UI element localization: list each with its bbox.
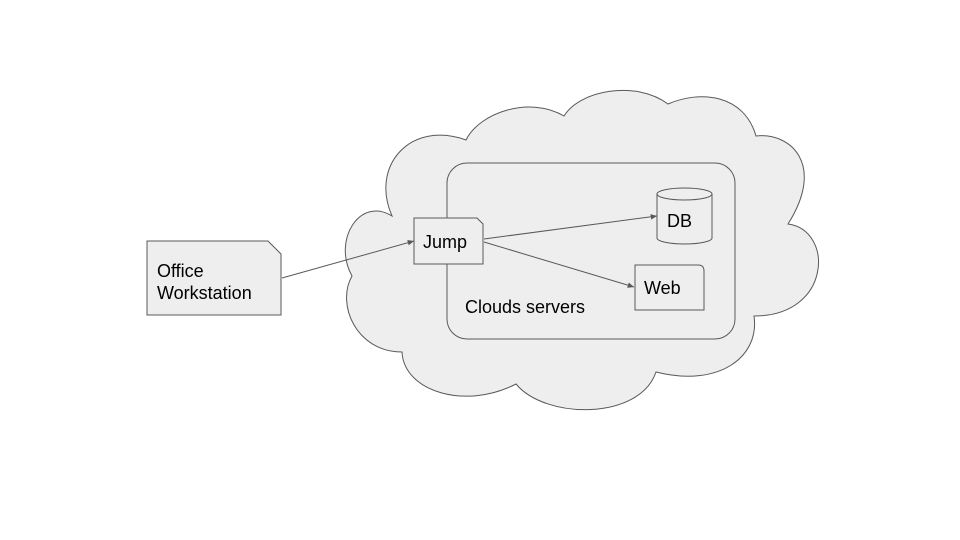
db-node: DB <box>656 187 713 245</box>
edge-jump-to-db <box>483 214 658 240</box>
office-workstation-label-line1: Office <box>157 261 204 281</box>
office-workstation-label-line2: Workstation <box>157 283 252 303</box>
edge-jump-to-web <box>483 241 635 288</box>
web-node: Web <box>634 264 705 311</box>
cloud-servers-label: Clouds servers <box>465 297 585 317</box>
connectors <box>281 214 658 288</box>
web-label: Web <box>644 278 681 298</box>
jump-label: Jump <box>423 232 467 252</box>
svg-text:Office Workstation: Office Workstation <box>157 261 252 303</box>
jump-node: Jump <box>413 217 484 265</box>
db-label: DB <box>667 211 692 231</box>
office-workstation-node: Office Workstation <box>146 240 282 316</box>
edge-office-to-jump <box>281 240 415 279</box>
